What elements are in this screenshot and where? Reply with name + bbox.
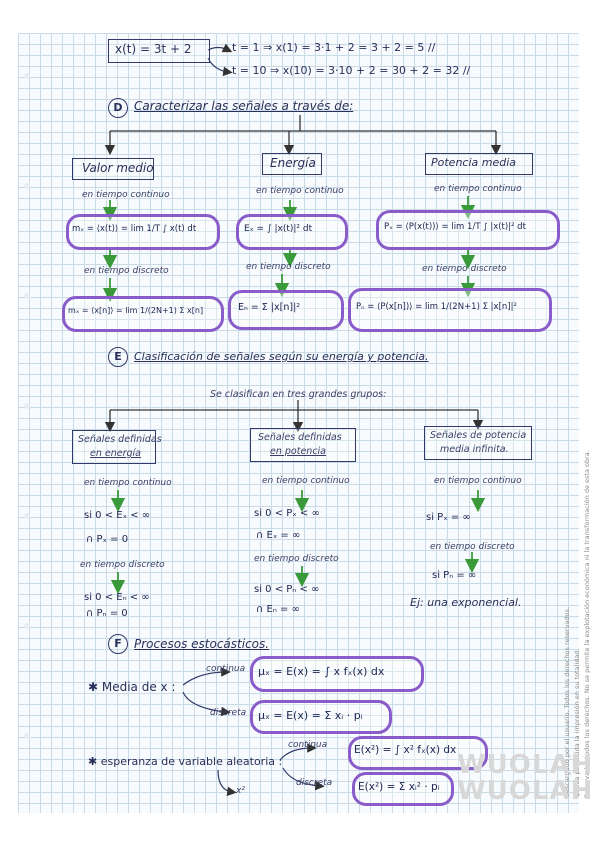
formula-text: x(t) = 3t + 2 [115,42,192,56]
eq-d3-disc: Pₙ = ⟨P(x[n])⟩ = lim 1/(2N+1) Σ |x[n]|² [356,302,517,312]
label-valor-medio: Valor medio [82,161,154,175]
media-cont-label: continua [206,664,246,674]
e2-cond-2: ∩ Eₓ = ∞ [256,530,301,541]
eq-esp-cont: E(x²) = ∫ x² fₓ(x) dx [354,744,457,756]
e3-cond-2: si Pₙ = ∞ [432,570,477,581]
box-senales-potencia [250,428,356,462]
eq-d1-disc: mₓ = ⟨x[n]⟩ = lim 1/(2N+1) Σ x[n] [68,306,204,315]
eq-media-disc-frame [250,700,392,734]
section-e-title: Clasificación de señales según su energí… [134,350,429,363]
d3-disc-label: en tiempo discreto [422,264,507,274]
esp-disc-label: discreta [296,778,333,788]
logo-text-1: WUOLAH [457,750,594,780]
eq-d2-disc-frame [228,290,344,330]
label-senales-potencia-1: Señales definidas [258,432,342,443]
e2-cont-label: en tiempo continuo [262,476,350,486]
eq-d2-cont-frame [236,214,348,250]
e2-cond-3: si 0 < Pₙ < ∞ [254,584,320,595]
e2-cond-1: si 0 < Pₓ < ∞ [254,508,320,519]
eq-d3-cont: Pₓ = ⟨P(x(t))⟩ = lim 1/T ∫ |x(t)|² dt [384,222,526,232]
d3-cont-label: en tiempo continuo [434,184,522,194]
label-senales-energia-1: Señales definidas [78,434,162,445]
binder-hole [24,183,30,189]
box-potencia-media [425,153,533,175]
d2-disc-label: en tiempo discreto [246,262,331,272]
label-potencia-media: Potencia media [431,156,517,169]
binder-hole [24,293,30,299]
e2-disc-label: en tiempo discreto [254,554,339,564]
binder-hole [24,733,30,739]
eq-esp-disc: E(x²) = Σ xᵢ² · pᵢ [358,781,440,793]
watermark-line-1: Reservados todos los derechos. No se per… [583,450,591,798]
eq-media-cont-frame [250,656,424,692]
label-energia: Energía [270,156,316,170]
esperanza-sub: x² [236,786,245,796]
binder-hole [24,73,30,79]
label-senales-infinita-1: Señales de potencia [430,430,527,441]
logo-text-2: WUOLAH [457,776,594,806]
case-2-text: t = 10 ⇒ x(10) = 3·10 + 2 = 30 + 2 = 32 … [232,64,471,77]
eq-d1-cont: mₓ = ⟨x(t)⟩ = lim 1/T ∫ x(t) dt [72,224,197,234]
eq-media-cont: μₓ = E(x) = ∫ x fₓ(x) dx [258,665,385,678]
label-senales-energia-2: en energía [90,448,141,459]
box-senales-infinita [424,426,532,460]
section-e-intro: Se clasifican en tres grandes grupos: [210,389,387,400]
e1-cond-4: ∩ Pₙ = 0 [86,608,128,619]
eq-d1-cont-frame [66,214,220,250]
wuolah-logo: WUOLAH WUOLAH [457,752,593,804]
copyright-watermark: Reservados todos los derechos. No se per… [549,420,591,800]
section-d-badge: D [108,98,128,118]
binder-hole [24,623,30,629]
media-disc-label: discreta [210,708,247,718]
e3-example: Ej: una exponencial. [410,596,522,609]
e3-disc-label: en tiempo discreto [430,542,515,552]
d1-disc-label: en tiempo discreto [84,266,169,276]
e1-cont-label: en tiempo continuo [84,478,172,488]
e1-disc-label: en tiempo discreto [80,560,165,570]
formula-box [108,39,210,63]
e1-cond-2: ∩ Pₓ = 0 [86,534,129,545]
eq-esp-disc-frame [352,772,454,806]
box-senales-energia [72,430,156,464]
eq-d1-disc-frame [62,296,224,332]
eq-d3-disc-frame [348,288,552,332]
esp-cont-label: continua [288,740,328,750]
e3-cond-1: si Pₓ = ∞ [426,512,471,523]
section-e-badge: E [108,347,128,367]
box-energia [262,153,322,175]
media-label: ✱ Media de x : [88,680,176,694]
d1-cont-label: en tiempo continuo [82,190,170,200]
box-valor-medio [72,158,154,180]
label-senales-potencia-2: en potencia [270,446,327,457]
section-f-title: Procesos estocásticos. [134,637,270,651]
section-d-title: Caracterizar las señales a través de: [134,99,354,113]
eq-esp-cont-frame [348,736,488,770]
case-1-text: t = 1 ⇒ x(1) = 3·1 + 2 = 3 + 2 = 5 // [232,41,436,54]
e1-cond-3: si 0 < Eₙ < ∞ [84,592,150,603]
e3-cont-label: en tiempo continuo [434,476,522,486]
e2-cond-4: ∩ Eₙ = ∞ [256,604,300,615]
esperanza-label: ✱ esperanza de variable aleatoria : [88,755,283,768]
label-senales-infinita-2: media infinita. [440,444,509,455]
eq-media-disc: μₓ = E(x) = Σ xᵢ · pᵢ [258,709,363,722]
e1-cond-1: si 0 < Eₓ < ∞ [84,510,151,521]
binder-hole [24,513,30,519]
binder-hole [24,403,30,409]
section-f-badge: F [108,634,128,654]
eq-d2-disc: Eₙ = Σ |x[n]|² [238,302,301,313]
eq-d2-cont: Eₓ = ∫ |x(t)|² dt [244,224,313,234]
eq-d3-cont-frame [376,210,560,250]
d2-cont-label: en tiempo continuo [256,186,344,196]
